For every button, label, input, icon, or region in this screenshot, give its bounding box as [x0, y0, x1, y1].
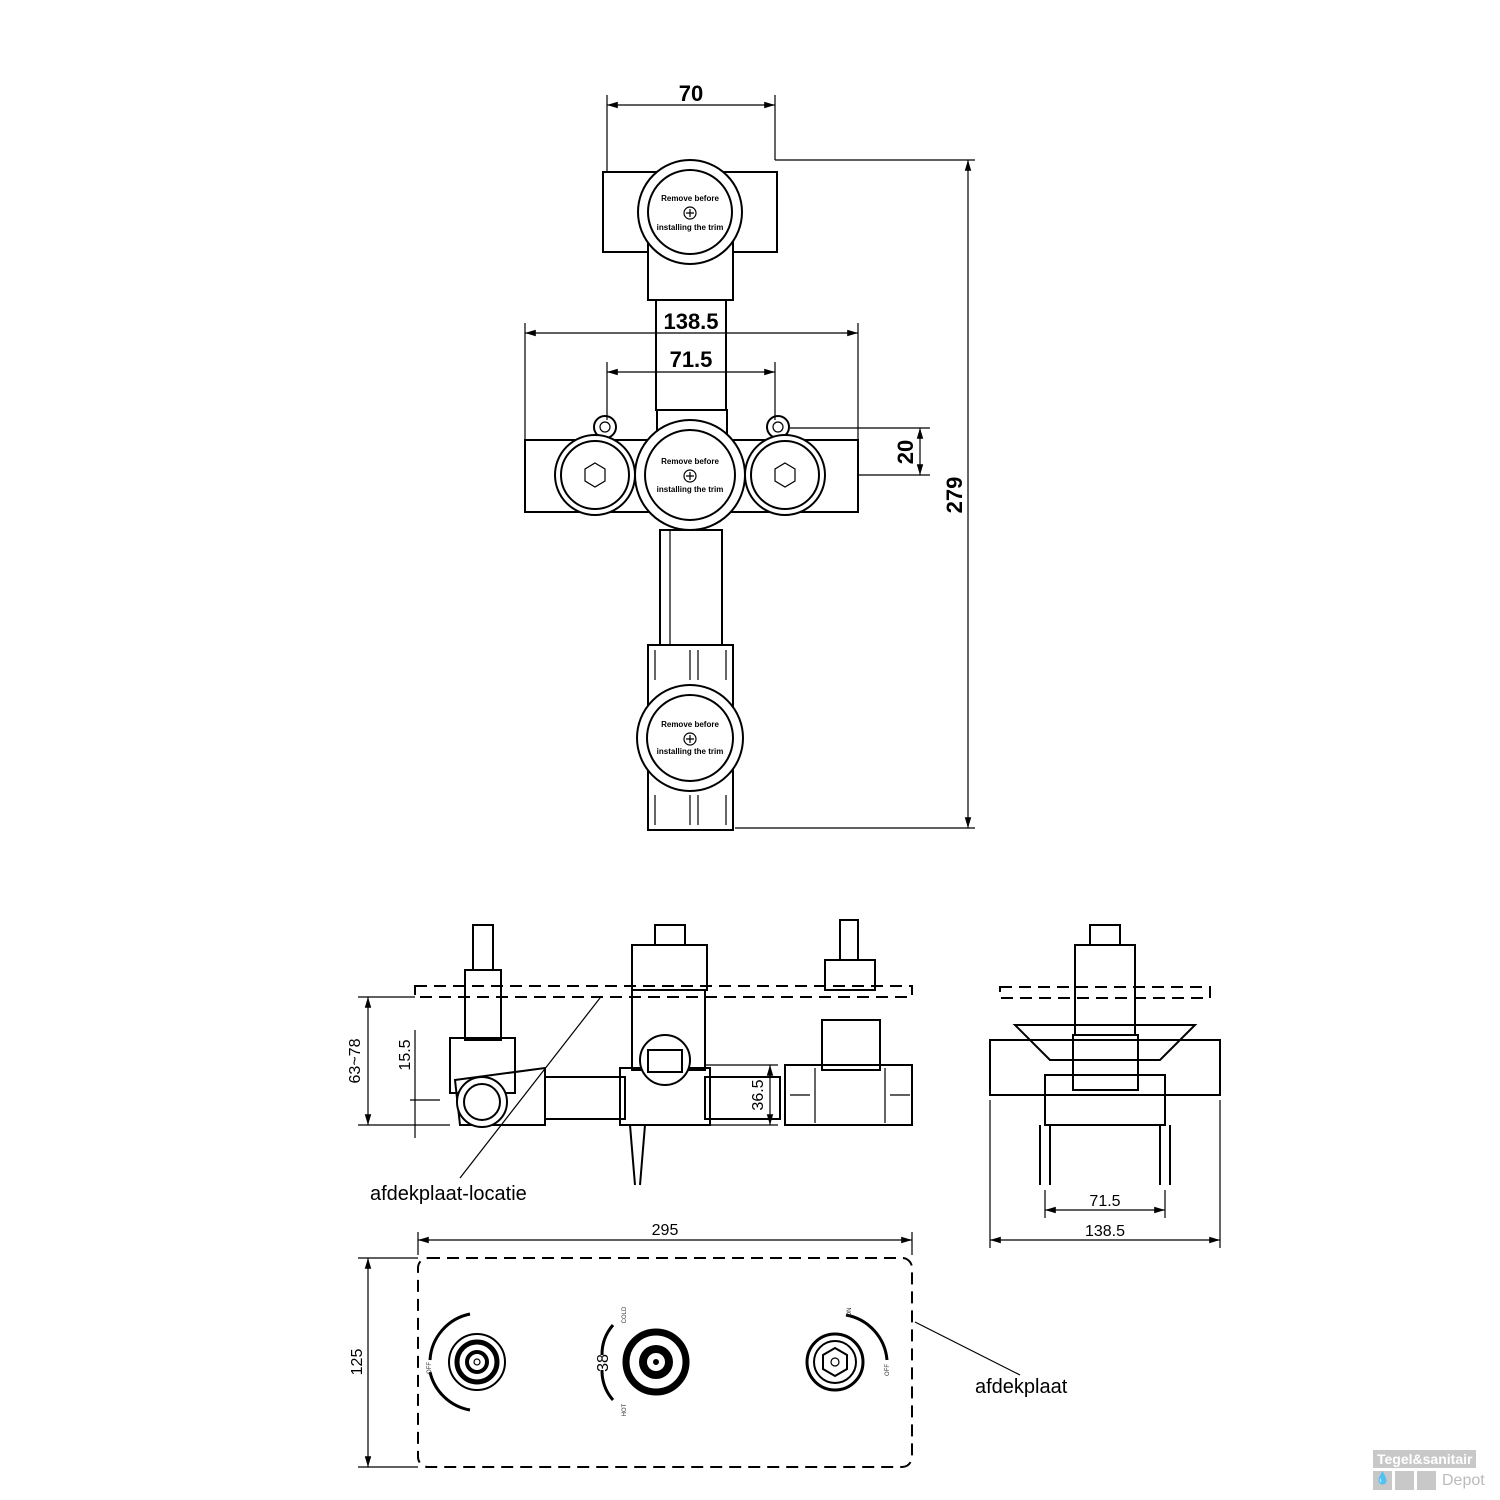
top-outlet-unit: Remove before installing the trim	[602, 159, 778, 411]
dim-71-5: 71.5	[670, 347, 713, 372]
left-knob: OFF	[427, 1312, 506, 1412]
drop-icon: 💧	[1373, 1471, 1392, 1490]
label-afdekplaat: afdekplaat	[975, 1376, 1068, 1398]
cap-text-2: installing the trim	[657, 485, 724, 494]
dim-71-5-end: 71.5	[1089, 1193, 1120, 1210]
top-view-dimensions: 70 279 138.5 71.5 20	[524, 81, 975, 829]
right-knob-on: ON	[847, 1308, 853, 1317]
cap-text-1: Remove before	[661, 720, 719, 729]
right-knob-off: OFF	[885, 1364, 891, 1376]
dim-138-5-end: 138.5	[1085, 1223, 1125, 1240]
center-knob-temp: 38	[595, 1354, 612, 1372]
dim-125: 125	[349, 1349, 366, 1376]
cap-text-2: installing the trim	[657, 747, 724, 756]
dim-20: 20	[893, 440, 918, 464]
front-plate: 295 125 afdekplaat OFF 38 COLD HOT ON	[349, 1222, 1068, 1468]
top-view: Remove before installing the trim Remove…	[524, 81, 975, 831]
cap-text-1: Remove before	[661, 457, 719, 466]
center-knob: 38 COLD HOT	[595, 1306, 690, 1416]
watermark-logo: Tegel&sanitair 💧 Depot	[1373, 1450, 1498, 1498]
dim-36-5: 36.5	[750, 1079, 767, 1110]
left-knob-off: OFF	[427, 1362, 433, 1374]
dim-138-5: 138.5	[663, 309, 718, 334]
right-knob: ON OFF	[805, 1308, 891, 1392]
logo-brand: Tegel&sanitair	[1373, 1450, 1477, 1468]
dim-63-78: 63~78	[347, 1038, 364, 1083]
center-knob-hot: HOT	[622, 1403, 628, 1416]
dim-70: 70	[679, 81, 703, 106]
cap-text-1: Remove before	[661, 194, 719, 203]
bottom-outlet-unit: Remove before installing the trim	[636, 644, 744, 831]
dim-15-5: 15.5	[397, 1039, 414, 1070]
end-view: 71.5 138.5	[989, 924, 1221, 1248]
dim-295: 295	[652, 1222, 679, 1239]
label-afdekplaat-locatie: afdekplaat-locatie	[370, 1183, 527, 1205]
dim-279: 279	[942, 477, 967, 514]
side-view: 63~78 15.5 36.5 afdekplaat-locatie	[347, 919, 913, 1205]
logo-sub: Depot	[1442, 1471, 1485, 1489]
mixer-body: Remove before installing the trim	[524, 409, 859, 646]
cap-text-2: installing the trim	[657, 223, 724, 232]
center-knob-cold: COLD	[622, 1306, 628, 1323]
